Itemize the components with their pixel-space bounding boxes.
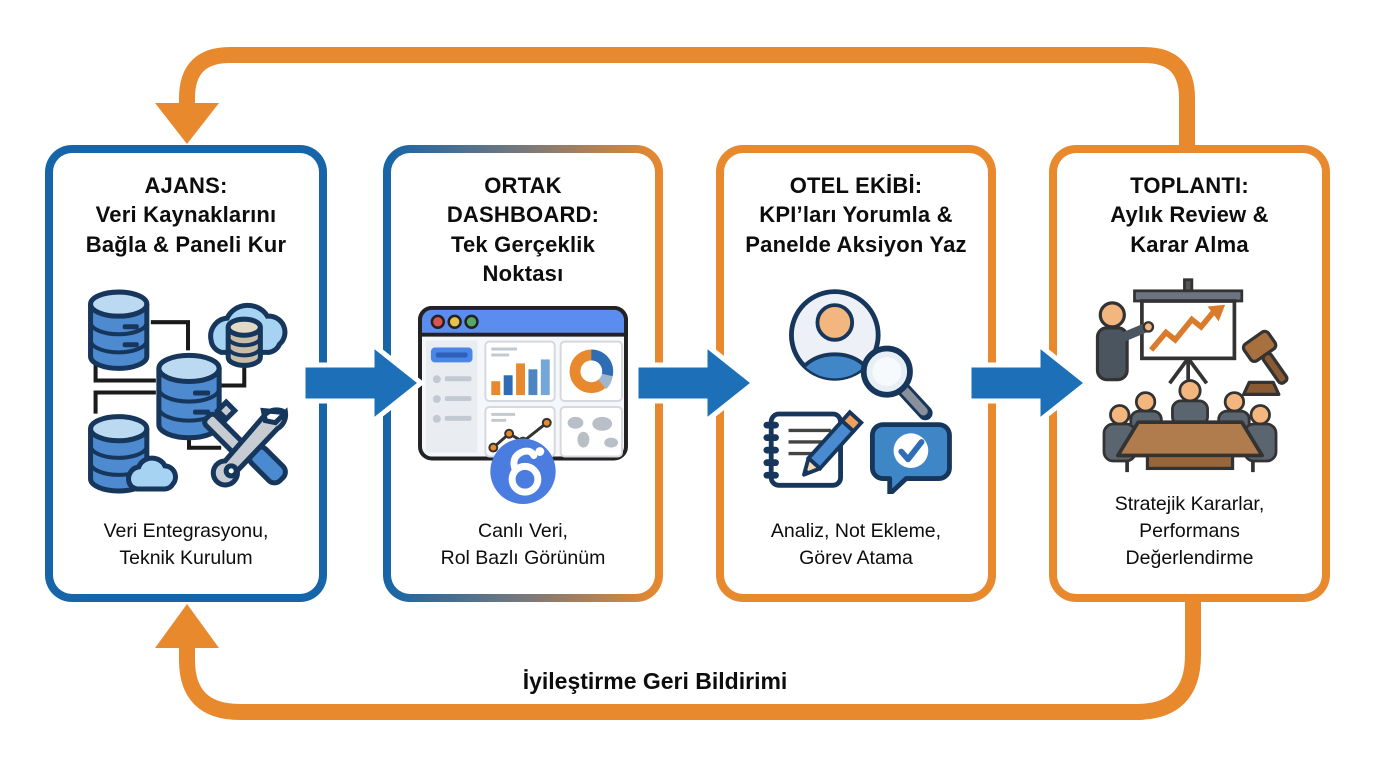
gavel-icon [1241, 329, 1288, 397]
step-icon-area [414, 288, 632, 518]
feedback-loop-label: İyileştirme Geri Bildirimi [522, 668, 788, 694]
step-icon-area [70, 259, 302, 518]
step-card-otel-ekibi-body: OTEL EKİBİ: KPI’ları Yorumla & Panelde A… [724, 153, 988, 594]
step-title: ORTAK DASHBOARD: Tek Gerçeklik Noktası [446, 173, 600, 286]
step-card-toplanti: TOPLANTI: Aylık Review & Karar Alma [1049, 145, 1330, 602]
bar-chart-card [484, 340, 556, 402]
database-cloud-icon [88, 414, 178, 494]
person [1170, 379, 1209, 427]
step-subtitle: Veri Entegrasyonu, Teknik Kurulum [103, 520, 269, 570]
wrench-icon [210, 407, 289, 488]
feedback-loop-top [179, 47, 1195, 146]
chat-check-icon [869, 422, 952, 495]
step-card-ortak-dashboard: ORTAK DASHBOARD: Tek Gerçeklik Noktası [383, 145, 663, 602]
step-icon-area [750, 259, 962, 518]
cloud-database-icon [208, 303, 288, 369]
presenter-icon [1095, 301, 1154, 382]
tools-icon [202, 398, 289, 488]
step-card-toplanti-body: TOPLANTI: Aylık Review & Karar Alma [1057, 153, 1322, 594]
step-title: AJANS: Veri Kaynaklarını Bağla & Paneli … [85, 173, 287, 257]
step-title: TOPLANTI: Aylık Review & Karar Alma [1110, 173, 1269, 257]
presentation-board-icon [1132, 278, 1243, 385]
notebook-pencil-icon [763, 410, 864, 489]
database-icon [88, 290, 150, 372]
team-analysis-icon [763, 289, 952, 495]
dashboard-icon [418, 305, 628, 504]
feedback-loop-top-arrowhead [155, 103, 219, 144]
meeting-icon [1095, 278, 1288, 473]
step-card-otel-ekibi: OTEL EKİBİ: KPI’ları Yorumla & Panelde A… [716, 145, 996, 602]
looker-logo-icon [490, 438, 556, 504]
sidebar [425, 340, 478, 453]
donut-chart-card [559, 340, 624, 402]
step-card-ortak-dashboard-body: ORTAK DASHBOARD: Tek Gerçeklik Noktası [391, 153, 655, 594]
meeting-table-people-icon [1102, 379, 1277, 473]
step-title: OTEL EKİBİ: KPI’ları Yorumla & Panelde A… [745, 173, 967, 257]
feedback-loop-bottom-arrowhead [155, 604, 219, 648]
user-search-icon [789, 289, 933, 421]
data-sources-icon [88, 290, 289, 494]
step-subtitle: Stratejik Kararlar, Performans Değerlend… [1114, 493, 1265, 570]
step-icon-area [1079, 259, 1301, 492]
step-subtitle: Analiz, Not Ekleme, Görev Atama [770, 520, 942, 570]
step-card-ajans-body: AJANS: Veri Kaynaklarını Bağla & Paneli … [53, 153, 319, 594]
pencil-icon [802, 410, 864, 478]
step-card-ajans: AJANS: Veri Kaynaklarını Bağla & Paneli … [45, 145, 327, 602]
feedback-loop-bottom [179, 601, 1201, 720]
step-subtitle: Canlı Veri, Rol Bazlı Görünüm [440, 520, 606, 570]
map-card [559, 405, 624, 458]
